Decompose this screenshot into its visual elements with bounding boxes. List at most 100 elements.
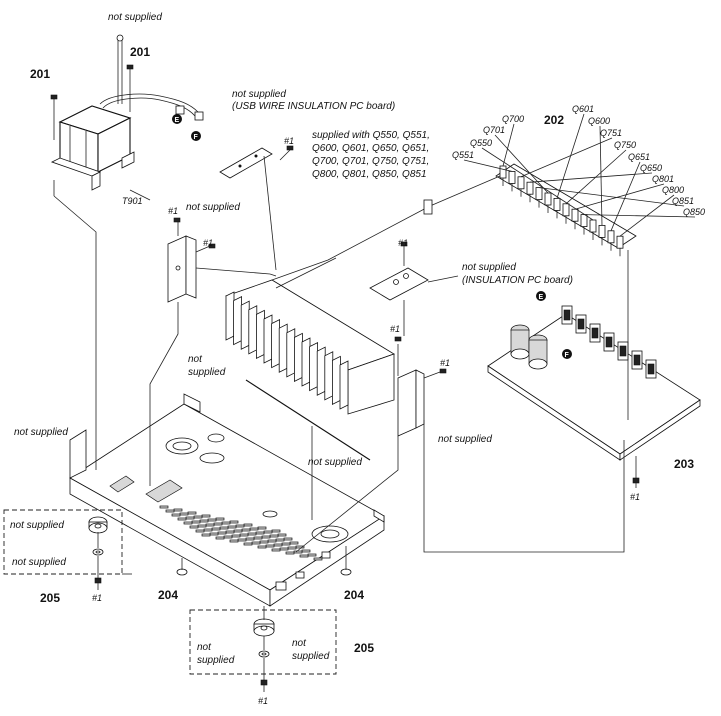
alignment-lines bbox=[53, 175, 629, 553]
power-transistor bbox=[607, 230, 615, 244]
label-not-foot-bottom-right: not bbox=[292, 638, 307, 649]
label-not-foot-bottom: not bbox=[197, 642, 212, 653]
chassis-vent-slot bbox=[219, 526, 229, 530]
label-supplied-heat-sink: supplied bbox=[188, 367, 226, 378]
main-pc-board-203 bbox=[487, 305, 701, 461]
power-transistor bbox=[589, 219, 597, 233]
power-transistor bbox=[544, 192, 552, 206]
chassis-vent-slot bbox=[241, 528, 251, 532]
label-screw-bracket-right-2: #1 bbox=[440, 358, 450, 368]
heat-sink-fin bbox=[309, 341, 319, 392]
heat-sink-fin bbox=[316, 346, 326, 396]
chassis-vent-slot bbox=[229, 539, 239, 543]
label-supplied-with-3: Q700, Q701, Q750, Q751, bbox=[312, 156, 429, 167]
power-transistor bbox=[499, 165, 507, 179]
chassis-vent-slot bbox=[225, 530, 235, 534]
connector-e-board-text: E bbox=[539, 294, 544, 301]
chassis-vent-slot bbox=[237, 538, 247, 542]
connector-f-marker-board: F bbox=[562, 349, 572, 359]
transistor-label: Q850 bbox=[683, 207, 705, 217]
transistor-label: Q751 bbox=[600, 128, 622, 138]
chassis-vent-slot bbox=[185, 516, 195, 520]
chassis-vent-slot bbox=[223, 535, 233, 539]
chassis-vent-slot bbox=[301, 549, 311, 553]
power-transistor bbox=[526, 181, 534, 195]
ref-201-top: 201 bbox=[130, 45, 150, 59]
chassis-vent-slot bbox=[269, 534, 279, 538]
ref-205-left: 205 bbox=[40, 591, 60, 605]
chassis bbox=[69, 393, 385, 607]
heat-sink-fin bbox=[233, 295, 243, 346]
chassis-vent-slot bbox=[263, 530, 273, 534]
connector-f-board-text: F bbox=[565, 352, 570, 359]
chassis-vent-slot bbox=[299, 554, 309, 558]
label-screw-insulation: #1 bbox=[398, 238, 408, 248]
chassis-vent-slot bbox=[187, 511, 197, 515]
chassis-vent-slot bbox=[195, 529, 205, 533]
chassis-vent-slot bbox=[267, 539, 277, 543]
chassis-vent-slot bbox=[277, 533, 287, 537]
transistor-label: Q551 bbox=[452, 150, 474, 160]
heat-sink-fin bbox=[331, 355, 341, 406]
label-not-supplied-bar: not supplied bbox=[308, 457, 362, 468]
chassis-vent-slot bbox=[177, 517, 187, 521]
label-not-supplied-bracket-right: not supplied bbox=[438, 434, 492, 445]
power-transistor bbox=[508, 170, 516, 184]
chassis-vent-slot bbox=[165, 509, 175, 513]
power-transistor bbox=[580, 214, 588, 228]
chassis-vent-slot bbox=[257, 526, 267, 530]
foot-assembly-205-bottom bbox=[189, 606, 337, 692]
chassis-vent-slot bbox=[307, 553, 317, 557]
usb-insulation-pc-board bbox=[219, 147, 277, 271]
label-screw-bracket-2: #1 bbox=[203, 238, 213, 248]
label-screw-bracket-1: #1 bbox=[168, 206, 178, 216]
heat-sink-fin bbox=[339, 360, 349, 410]
label-supplied-foot-bottom: supplied bbox=[197, 655, 235, 666]
transistor-label: Q601 bbox=[572, 104, 594, 114]
heat-sink-fin bbox=[278, 323, 288, 373]
label-screw-foot-left: #1 bbox=[92, 593, 102, 603]
chassis-vent-slot bbox=[279, 547, 289, 551]
label-screw-bracket-right-1: #1 bbox=[390, 324, 400, 334]
label-not-supplied-chassis: not supplied bbox=[14, 427, 68, 438]
chassis-vent-slot bbox=[197, 524, 207, 528]
heat-sink-bracket-left bbox=[167, 217, 271, 303]
chassis-vent-slot bbox=[183, 521, 193, 525]
label-screw-foot-bottom: #1 bbox=[258, 696, 268, 706]
chassis-vent-slot bbox=[173, 508, 183, 512]
connector-f-text: F bbox=[194, 134, 199, 141]
chassis-vent-slot bbox=[209, 532, 219, 536]
label-screw-main-board: #1 bbox=[630, 492, 640, 502]
transistor-label: Q800 bbox=[662, 185, 684, 195]
heat-sink-fin bbox=[301, 337, 311, 387]
screw-201-top bbox=[126, 64, 134, 112]
heat-sink-fin bbox=[225, 291, 235, 341]
chassis-vent-slot bbox=[201, 514, 211, 518]
chassis-vent-slot bbox=[235, 524, 245, 528]
chassis-vent-slot bbox=[231, 534, 241, 538]
transistor-label: Q700 bbox=[502, 114, 524, 124]
label-not-supplied-foot-2: not supplied bbox=[12, 557, 66, 568]
chassis-vent-slot bbox=[245, 537, 255, 541]
screw-main-board bbox=[632, 456, 640, 488]
label-supplied-with-4: Q800, Q801, Q850, Q851 bbox=[312, 169, 427, 180]
chassis-vent-slot bbox=[293, 550, 303, 554]
heat-sink-fin bbox=[271, 318, 281, 369]
label-supplied-foot-bottom-right: supplied bbox=[292, 651, 330, 662]
heat-sink-fin bbox=[240, 300, 250, 350]
heat-sink-fin bbox=[248, 305, 258, 355]
chassis-vent-slot bbox=[215, 536, 225, 540]
label-not-supplied-bracket: not supplied bbox=[186, 202, 240, 213]
connector-f-marker: F bbox=[191, 131, 201, 141]
label-not-supplied-foot-1: not supplied bbox=[10, 520, 64, 531]
chassis-vent-slot bbox=[213, 522, 223, 526]
chassis-vent-slot bbox=[285, 551, 295, 555]
chassis-vent-slot bbox=[253, 536, 263, 540]
connector-e-marker-board: E bbox=[536, 291, 546, 301]
connector-e-text: E bbox=[175, 117, 180, 124]
ref-203: 203 bbox=[674, 457, 694, 471]
label-supplied-with-2: Q600, Q601, Q650, Q651, bbox=[312, 143, 429, 154]
label-screw-usb: #1 bbox=[284, 136, 294, 146]
chassis-vent-slot bbox=[179, 512, 189, 516]
foot-assembly-205-left bbox=[3, 509, 132, 590]
